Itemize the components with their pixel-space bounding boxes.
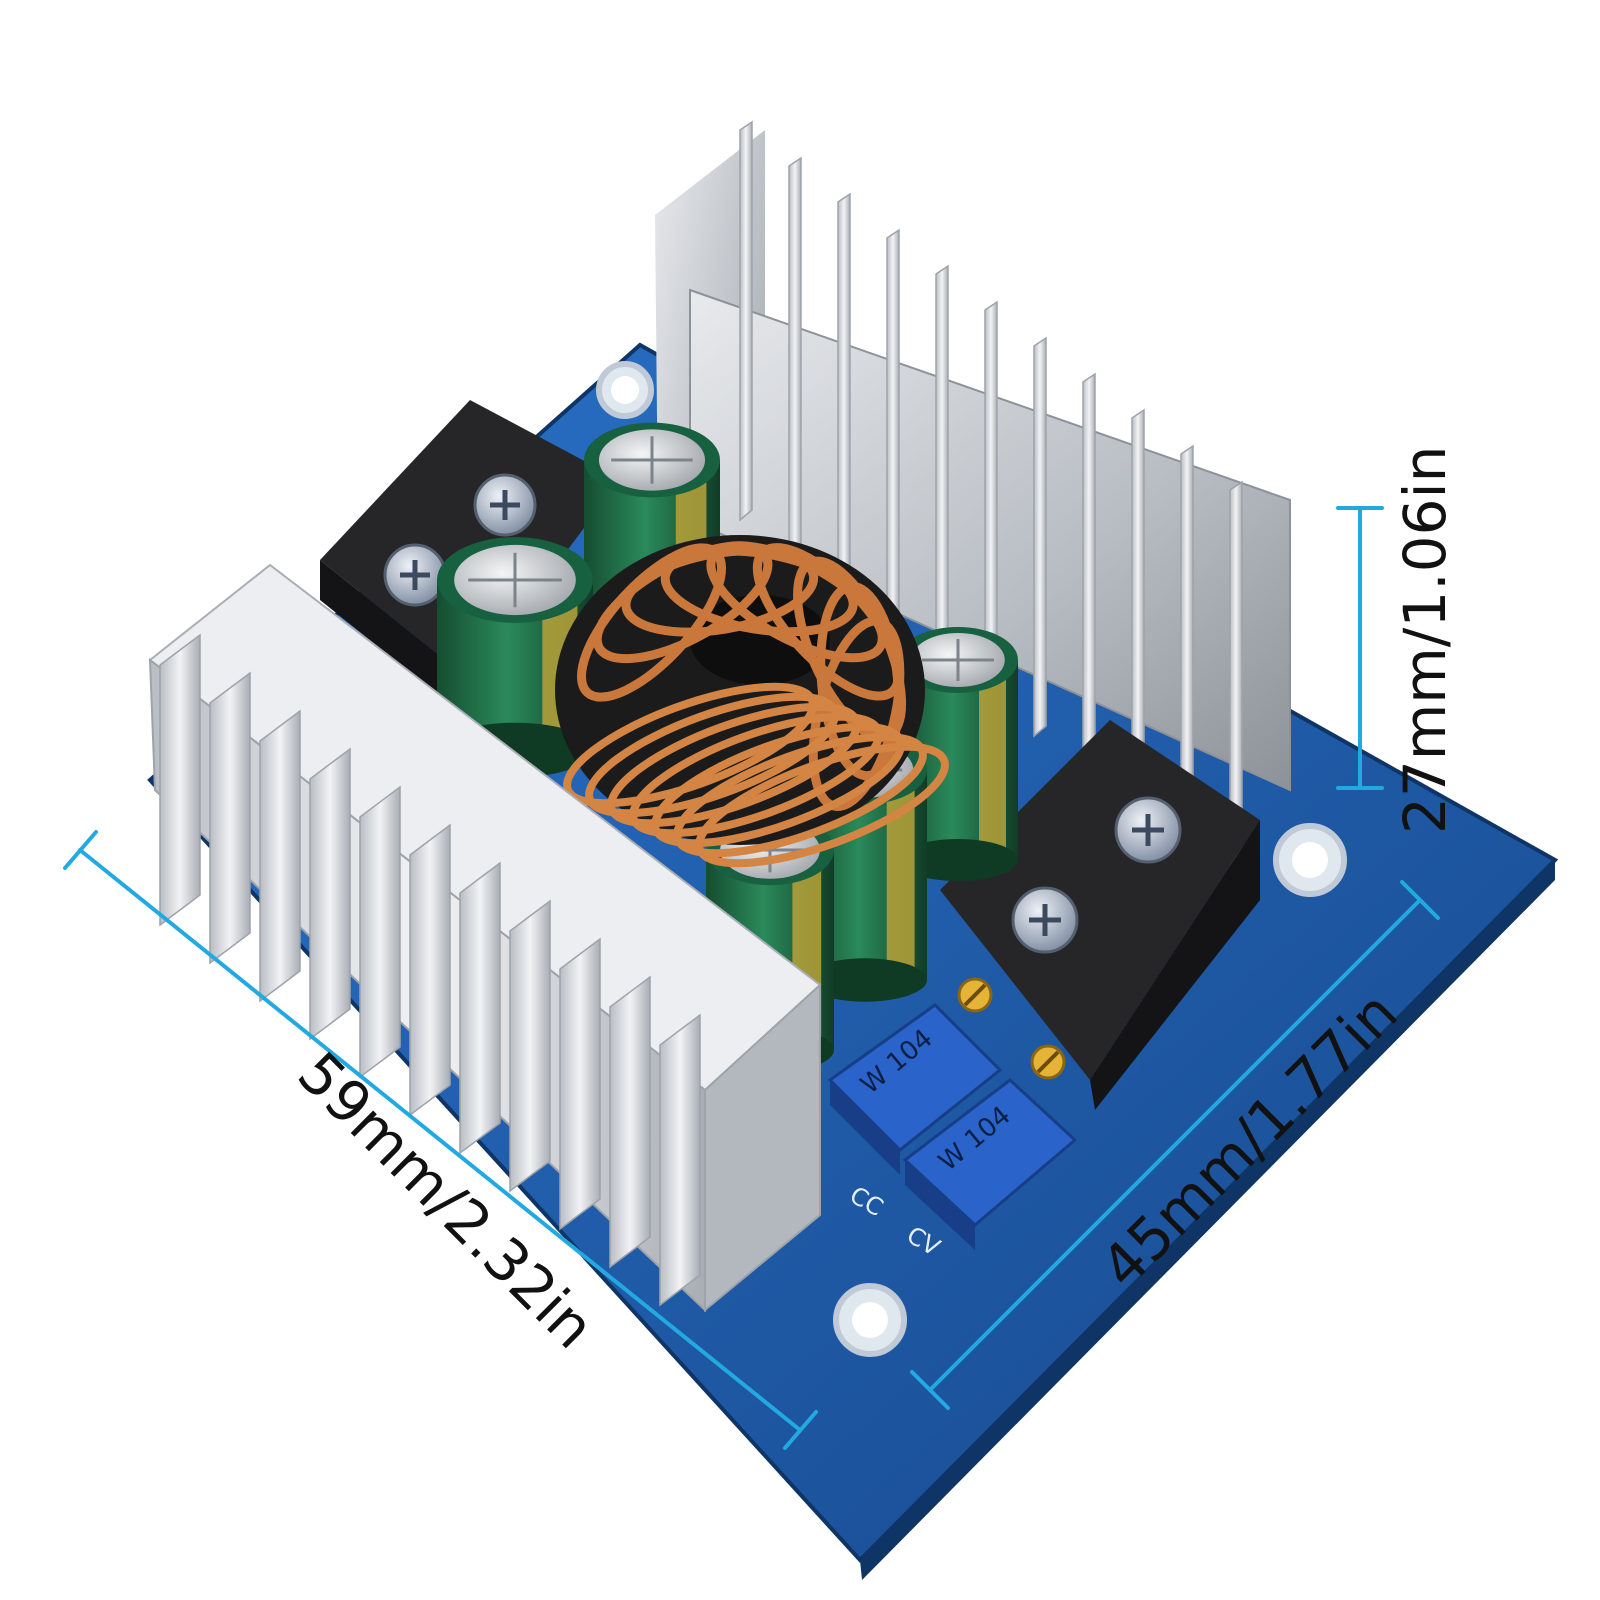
pcb-board-edge xyxy=(860,860,1555,1580)
heatsink-fin xyxy=(1033,336,1047,738)
copper-winding xyxy=(752,543,903,701)
mounting-hole xyxy=(596,361,654,419)
heatsink-fin xyxy=(309,747,351,1041)
capacitor xyxy=(584,422,720,634)
mounting-hole xyxy=(1273,823,1347,897)
heatsink-fin xyxy=(409,823,451,1117)
heatsink-fin xyxy=(935,264,949,666)
heatsink-fin xyxy=(459,861,501,1155)
heatsink-fin xyxy=(259,709,301,1003)
heatsink-fin xyxy=(359,785,401,1079)
mounting-hole xyxy=(833,1283,907,1357)
heatsink-front xyxy=(148,563,822,1313)
heatsink-fin xyxy=(509,899,551,1193)
dimension-line-width xyxy=(63,830,818,1450)
heatsink-fin xyxy=(159,633,201,927)
terminal-block-output xyxy=(940,720,1260,1110)
dimension-label-height: 27mm/1.06in xyxy=(1391,445,1459,834)
dimension-line-height xyxy=(1336,506,1384,790)
heatsink-fin xyxy=(837,192,851,594)
heatsink-fin xyxy=(739,120,753,522)
copper-winding xyxy=(695,742,949,868)
dimension-line-depth xyxy=(910,880,1440,1410)
copper-winding xyxy=(706,541,887,663)
terminal-block-input xyxy=(320,400,620,720)
heatsink-fin xyxy=(1082,372,1096,774)
heatsink-fin xyxy=(559,937,601,1231)
heatsink-fin xyxy=(886,228,900,630)
toroid-inductor xyxy=(555,535,949,868)
heatsink-fin xyxy=(788,156,802,558)
potentiometer-cv[interactable]: W 104 xyxy=(902,1044,1078,1250)
heatsink-fin xyxy=(209,671,251,965)
heatsink-fin xyxy=(659,1013,701,1307)
heatsink-fin xyxy=(609,975,651,1269)
